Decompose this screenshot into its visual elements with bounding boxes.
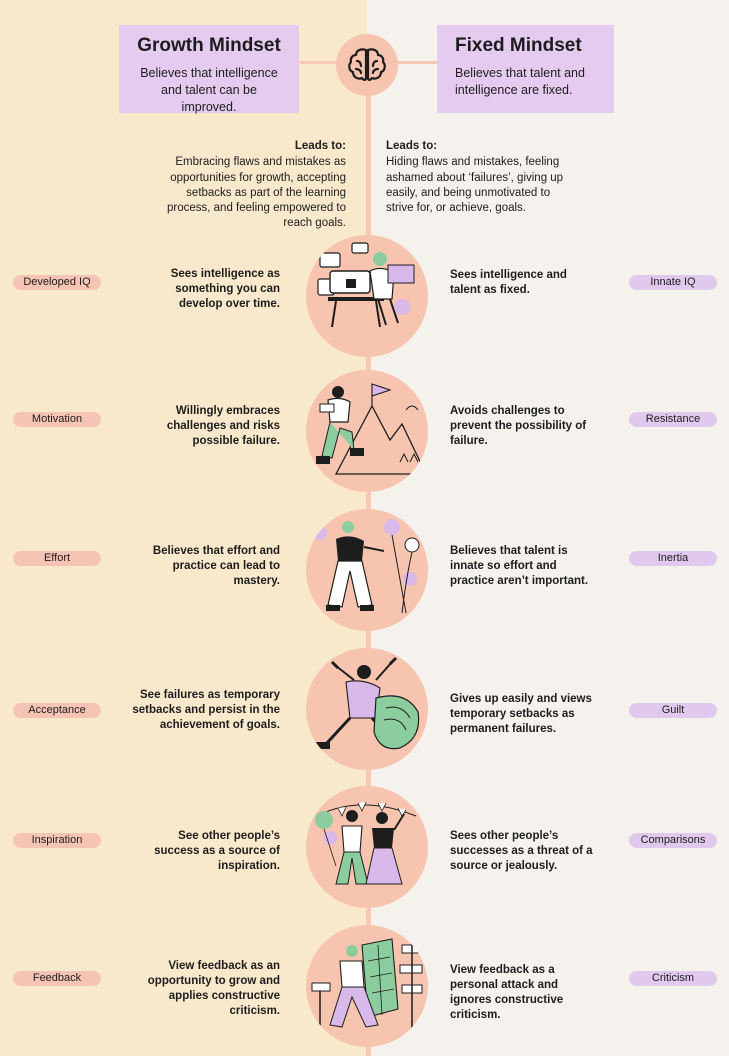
growth-tag: Acceptance — [13, 703, 101, 718]
growth-statement: See failures as temporary setbacks and p… — [132, 689, 280, 731]
growth-description: Believes that intelligence and talent ca… — [140, 66, 278, 114]
celebration-illustration — [306, 786, 428, 908]
fixed-background — [367, 0, 729, 1056]
mountain-climb-illustration — [306, 370, 428, 492]
fixed-tag: Guilt — [629, 703, 717, 718]
growth-tag: Inspiration — [13, 833, 101, 848]
fixed-tag: Resistance — [629, 412, 717, 427]
growth-statement: View feedback as an opportunity to grow … — [147, 960, 280, 1017]
fixed-statement: View feedback as a personal attack and i… — [450, 964, 564, 1021]
fixed-leads-to: Leads to: Hiding flaws and mistakes, fee… — [386, 139, 566, 216]
fixed-statement: Believes that talent is innate so effort… — [450, 545, 589, 587]
growth-mindset-card: Growth Mindset Believes that intelligenc… — [119, 25, 299, 114]
fixed-statement: Avoids challenges to prevent the possibi… — [450, 405, 587, 447]
fixed-title: Fixed Mindset — [455, 35, 582, 56]
growth-leads-text: Embracing flaws and mistakes as opportun… — [167, 156, 346, 230]
fixed-leads-text: Hiding flaws and mistakes, feeling asham… — [386, 156, 564, 215]
growth-tag: Effort — [13, 551, 101, 566]
fixed-tag: Comparisons — [629, 833, 717, 848]
growth-title: Growth Mindset — [137, 35, 281, 56]
growth-tag: Feedback — [13, 971, 101, 986]
connector-right — [396, 61, 438, 64]
growth-leads-to: Leads to: Embracing flaws and mistakes a… — [150, 139, 346, 232]
fixed-tag: Criticism — [629, 971, 717, 986]
fixed-description: Believes that talent and intelligence ar… — [455, 66, 585, 97]
fixed-leads-label: Leads to: — [386, 140, 438, 152]
fixed-tag: Inertia — [629, 551, 717, 566]
growth-leads-label: Leads to: — [294, 140, 346, 152]
map-signpost-illustration — [306, 925, 428, 1047]
fixed-tag: Innate IQ — [629, 275, 717, 290]
desk-learning-illustration — [306, 235, 428, 357]
growth-statement: Sees intelligence as something you can d… — [170, 268, 280, 310]
growth-statement: See other people’s success as a source o… — [154, 830, 280, 872]
fixed-statement: Gives up easily and views temporary setb… — [450, 693, 592, 735]
growth-statement: Believes that effort and practice can le… — [152, 545, 280, 587]
growth-statement: Willingly embraces challenges and risks … — [166, 405, 280, 447]
growth-tag: Motivation — [13, 412, 101, 427]
pushing-through-illustration — [306, 648, 428, 770]
garden-care-illustration — [306, 509, 428, 631]
connector-left — [300, 61, 340, 64]
fixed-statement: Sees intelligence and talent as fixed. — [450, 269, 567, 296]
brain-icon — [336, 34, 398, 96]
fixed-statement: Sees other people’s successes as a threa… — [450, 830, 593, 872]
fixed-mindset-card: Fixed Mindset Believes that talent and i… — [437, 25, 614, 113]
growth-background — [0, 0, 367, 1056]
growth-tag: Developed IQ — [13, 275, 101, 290]
